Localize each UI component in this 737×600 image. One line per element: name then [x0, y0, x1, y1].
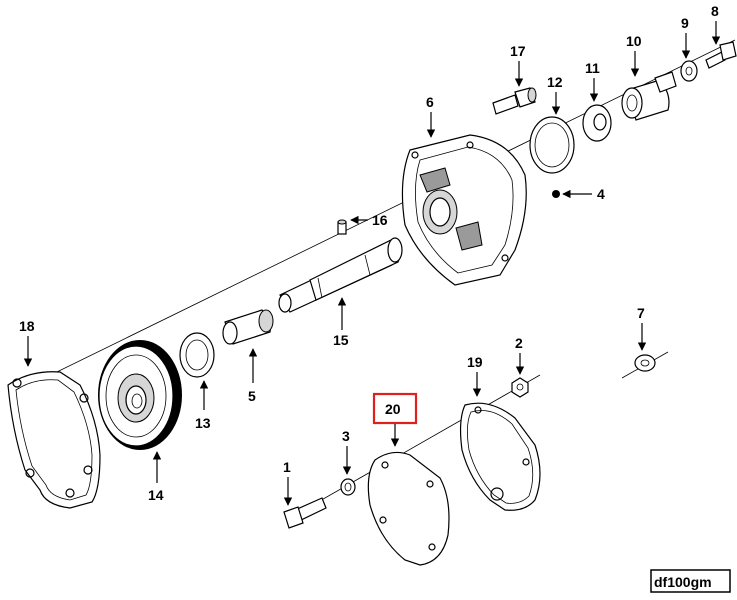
callout-20: 20: [385, 401, 401, 417]
part-15-shaft: [278, 237, 403, 313]
part-12-gasket-ring: [529, 116, 575, 174]
part-18-gasket: [7, 371, 101, 509]
callout-1: 1: [283, 459, 291, 475]
part-4-ball-plug: [552, 190, 560, 198]
callout-8: 8: [711, 3, 719, 19]
callout-2: 2: [515, 335, 523, 351]
callout-18: 18: [19, 318, 35, 334]
reference-code-box: df100gm: [650, 569, 731, 593]
part-8-screw: [705, 41, 737, 69]
part-7-washer: [634, 354, 656, 372]
callout-17: 17: [510, 43, 526, 59]
part-13-washer: [179, 332, 215, 378]
part-10-coupling: [621, 71, 677, 121]
part-6-housing: [401, 134, 527, 286]
part-20-cover-plate: [367, 451, 450, 566]
callout-3: 3: [342, 428, 350, 444]
part-5-bushing: [222, 309, 274, 345]
part-9-washer: [680, 60, 698, 82]
callout-4: 4: [597, 186, 605, 202]
callout-6: 6: [426, 94, 434, 110]
callout-13: 13: [195, 415, 211, 431]
callout-12: 12: [547, 74, 563, 90]
callout-14: 14: [148, 487, 164, 503]
callout-5: 5: [248, 388, 256, 404]
part-17-bolt: [492, 87, 537, 115]
part-16-plug: [337, 219, 347, 235]
part-19-gasket: [459, 402, 541, 511]
callout-16: 16: [372, 212, 388, 228]
callout-19: 19: [467, 354, 483, 370]
part-3-washer: [340, 478, 356, 496]
part-14-gear: [98, 340, 182, 450]
part-2-nut: [511, 377, 529, 398]
reference-code: df100gm: [654, 574, 712, 590]
callout-10: 10: [626, 33, 642, 49]
callout-11: 11: [585, 60, 600, 76]
highlight-box-part-20: [372, 392, 418, 425]
callouts: 17 12 11 10 9 8 6 4 16 15 18 13 5 14 7 2: [19, 3, 721, 506]
part-1-bolt: [283, 497, 327, 529]
part-11-washer: [582, 104, 612, 142]
callout-9: 9: [681, 15, 689, 31]
callout-7: 7: [637, 305, 645, 321]
callout-15: 15: [333, 332, 349, 348]
